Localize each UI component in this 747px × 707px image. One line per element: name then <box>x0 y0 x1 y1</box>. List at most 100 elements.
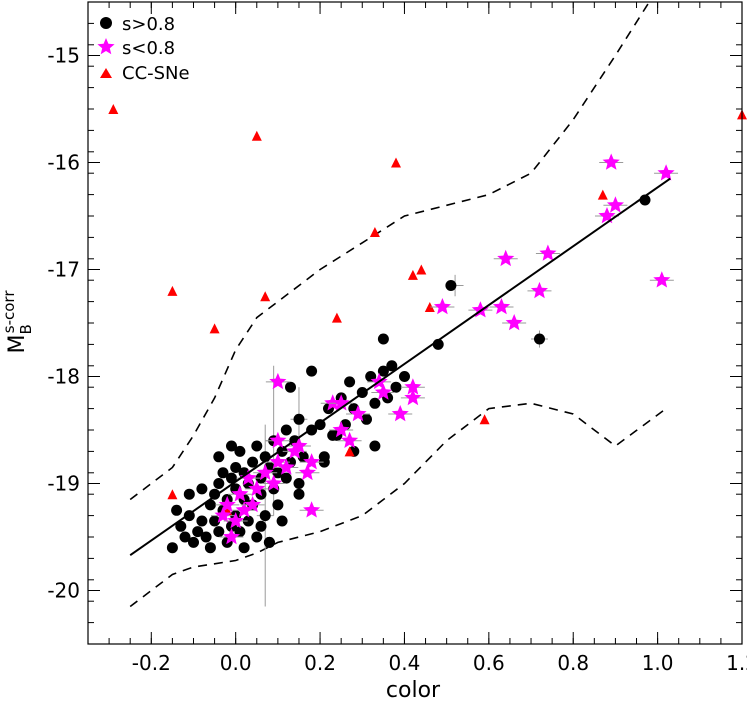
data-point-s-high <box>280 424 292 436</box>
data-point-s-low <box>530 281 548 299</box>
data-point-s-low <box>657 164 675 181</box>
data-point-s-high <box>306 365 318 377</box>
data-point-s-low <box>231 485 249 502</box>
data-point-s-low <box>218 495 236 513</box>
data-point-s-low <box>602 153 620 170</box>
y-axis-title: MBs-corr <box>0 290 35 354</box>
data-point-s-low <box>539 244 557 261</box>
data-point-s-high <box>318 456 330 468</box>
data-point-s-high <box>272 499 284 511</box>
x-tick-label: 0.6 <box>473 651 505 675</box>
data-point-s-high <box>209 515 221 527</box>
data-point-s-high <box>285 381 296 393</box>
data-point-s-low <box>404 378 422 395</box>
plot-area <box>108 1 747 608</box>
data-point-s-low <box>433 298 451 315</box>
data-point-ccsne <box>424 302 435 312</box>
data-point-s-low <box>374 383 392 400</box>
data-point-s-high <box>263 536 275 548</box>
data-point-ccsne <box>369 227 380 237</box>
data-point-s-high <box>247 456 259 468</box>
y-tick-label: -17 <box>47 258 80 282</box>
legend-label-s-high: s>0.8 <box>122 14 175 35</box>
data-point-s-low <box>298 463 316 481</box>
data-point-s-low <box>653 271 671 288</box>
data-point-s-low <box>248 479 266 497</box>
data-point-s-low <box>269 431 287 448</box>
data-point-s-low <box>332 421 350 438</box>
data-point-s-low <box>256 463 274 481</box>
data-point-s-high <box>272 467 284 479</box>
data-point-s-high <box>293 478 305 489</box>
y-tick-label: -16 <box>47 151 80 175</box>
x-tick-label: 0.0 <box>220 651 252 675</box>
data-point-s-high <box>251 440 263 452</box>
data-point-s-low <box>235 501 253 518</box>
data-point-s-high <box>217 467 229 479</box>
data-point-s-high <box>196 483 208 495</box>
data-point-ccsne <box>108 104 119 114</box>
axis-ticks: -0.20.00.20.40.60.81.01.2-20-19-18-17-16… <box>47 1 747 675</box>
y-axis-title-sup: s-corr <box>0 290 18 334</box>
data-point-s-high <box>238 542 250 554</box>
data-point-s-high <box>226 472 237 484</box>
data-point-s-low <box>349 405 367 422</box>
legend-marker-s-low <box>97 38 115 55</box>
data-point-s-low <box>471 301 489 318</box>
data-point-s-high <box>171 504 183 516</box>
data-point-s-low <box>277 458 295 475</box>
x-tick-label: 0.4 <box>389 651 421 675</box>
data-point-s-high <box>196 515 208 527</box>
data-point-s-high <box>179 531 191 543</box>
data-point-s-high <box>276 515 288 527</box>
data-point-s-high <box>369 397 381 409</box>
legend: s>0.8 s<0.8 CC-SNe <box>97 14 190 84</box>
data-point-s-low <box>244 495 262 513</box>
data-point-s-high <box>293 488 305 500</box>
data-point-s-low <box>497 249 515 267</box>
data-point-s-high <box>276 445 288 457</box>
data-point-s-low <box>214 506 232 523</box>
data-point-s-high <box>344 376 356 388</box>
data-point-ccsne <box>167 489 178 500</box>
data-point-s-low <box>404 388 422 406</box>
data-point-s-high <box>255 520 267 532</box>
data-point-s-low <box>324 394 342 411</box>
x-tick-label: 0.2 <box>304 651 336 675</box>
data-point-s-high <box>183 488 195 500</box>
data-point-s-low <box>265 474 283 491</box>
data-point-s-low <box>290 437 308 454</box>
data-point-ccsne <box>260 291 271 302</box>
y-tick-label: -19 <box>47 472 80 496</box>
data-point-s-high <box>188 536 199 548</box>
data-point-s-high <box>361 413 372 425</box>
legend-marker-ccsne <box>100 68 112 78</box>
data-point-s-high <box>327 429 339 441</box>
data-point-ccsne <box>597 189 608 200</box>
y-axis-title-sub: B <box>17 324 35 334</box>
data-point-s-low <box>222 528 240 545</box>
x-tick-label: -0.2 <box>132 651 171 675</box>
data-point-s-high <box>192 526 204 538</box>
data-point-ccsne <box>479 414 490 425</box>
data-point-s-low <box>505 314 523 331</box>
legend-label-ccsne: CC-SNe <box>122 63 190 84</box>
data-point-s-low <box>239 469 257 486</box>
data-point-s-high <box>242 515 254 527</box>
data-point-s-high <box>230 462 242 473</box>
data-point-s-high <box>377 333 389 345</box>
data-point-s-high <box>226 440 237 452</box>
data-point-s-high <box>213 478 225 489</box>
data-point-s-high <box>280 472 292 484</box>
fit-line <box>129 177 671 557</box>
data-point-ccsne <box>407 269 418 280</box>
data-point-s-high <box>293 413 305 425</box>
data-point-s-high <box>386 360 398 372</box>
y-tick-label: -18 <box>47 365 80 389</box>
y-axis-title-base: M <box>5 335 30 354</box>
x-axis-title: color <box>386 678 441 702</box>
data-point-ccsne <box>209 323 220 334</box>
data-point-s-high <box>166 542 178 554</box>
